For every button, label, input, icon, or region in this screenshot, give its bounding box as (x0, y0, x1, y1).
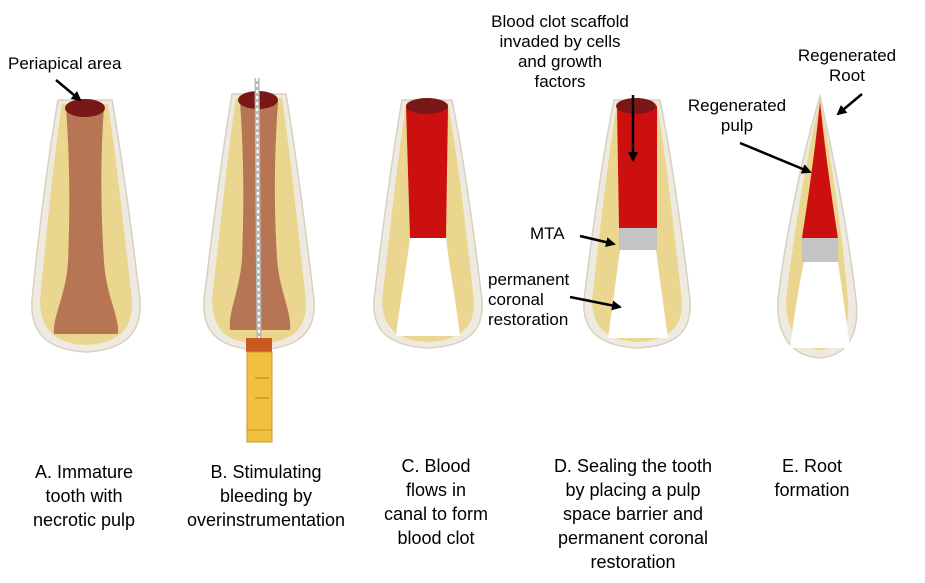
arrow-regenerated-pulp (739, 141, 812, 174)
tooth-b (203, 77, 315, 443)
tooth-a-periapical-area (65, 99, 105, 117)
caption-c: C. Blood flows in canal to form blood cl… (383, 456, 489, 548)
label-blood-clot-scaffold: Blood clot scaffold invaded by cells and… (491, 12, 629, 91)
tooth-a-necrotic-pulp (53, 108, 119, 334)
tooth-e-restoration (790, 262, 850, 348)
label-periapical-area: Periapical area (8, 54, 122, 73)
label-regenerated-root: Regenerated Root (797, 46, 897, 85)
label-permanent-coronal-restoration: permanent coronal restoration (488, 270, 570, 329)
caption-d: D. Sealing the tooth by placing a pulp s… (553, 456, 713, 572)
tooth-a (31, 99, 141, 353)
tooth-e-mta (802, 238, 838, 262)
tooth-c-periapical (406, 98, 448, 114)
tooth-c-restoration-space (396, 238, 460, 336)
endodontic-file-flutes (256, 77, 260, 346)
caption-a: A. Immature tooth with necrotic pulp (32, 462, 136, 530)
file-rubber-stop (246, 338, 272, 352)
arrow-regenerated-root (836, 93, 863, 116)
tooth-d (583, 98, 691, 349)
file-handle (246, 351, 273, 431)
tooth-c (373, 98, 483, 349)
tooth-e-regenerated-pulp (802, 102, 838, 238)
file-handle-cap (246, 429, 273, 443)
arrow-periapical-area (55, 79, 82, 102)
arrow-restoration (569, 295, 622, 311)
caption-e: E. Root formation (774, 456, 850, 500)
tooth-d-periapical (616, 98, 656, 114)
tooth-d-mta (619, 228, 657, 250)
tooth-e (777, 93, 858, 359)
tooth-c-blood-clot (406, 106, 448, 238)
label-mta: MTA (530, 224, 565, 243)
arrows (55, 79, 863, 311)
tooth-d-blood-clot (617, 106, 657, 228)
tooth-d-restoration (608, 250, 668, 338)
caption-b: B. Stimulating bleeding by overinstrumen… (186, 462, 346, 530)
label-regenerated-pulp: Regenerated pulp (687, 96, 787, 135)
arrow-mta (579, 234, 616, 248)
